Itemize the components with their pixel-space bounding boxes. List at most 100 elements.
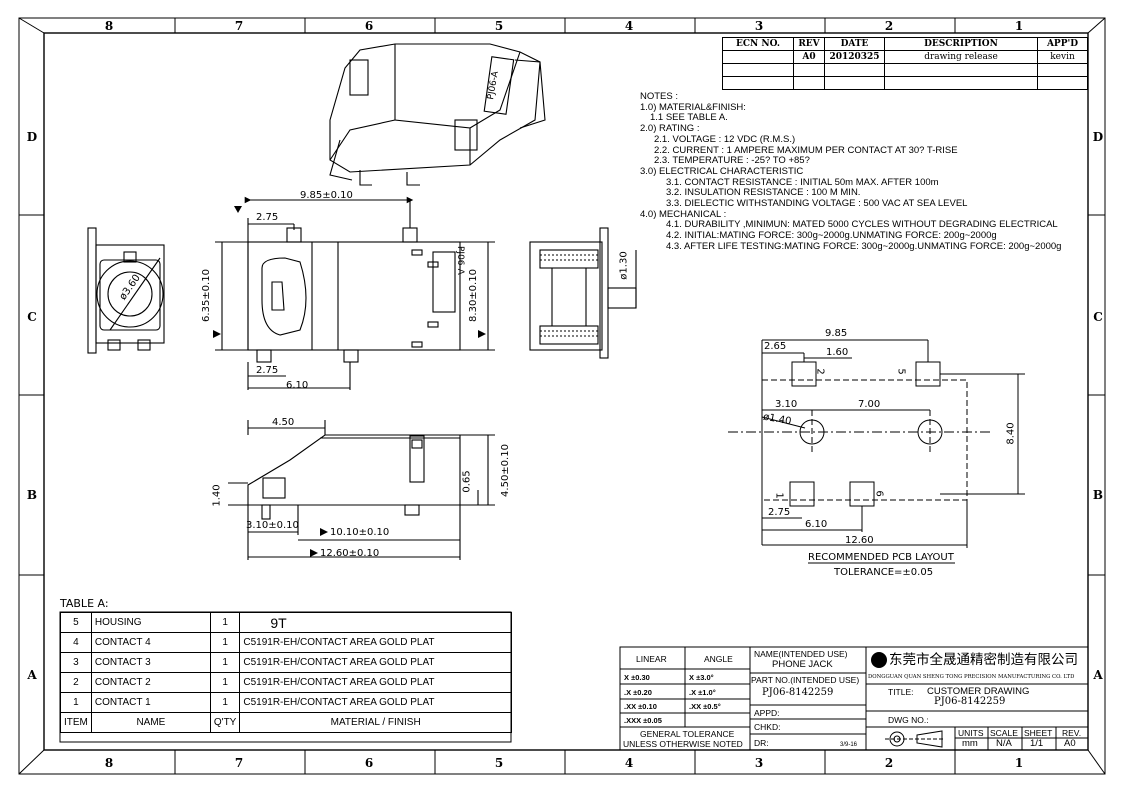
tb-company-en: DONGGUAN QUAN SHENG TONG PRECISION MANUF… — [868, 674, 1075, 680]
col-label-4: 4 — [624, 19, 634, 33]
col-label-7: 7 — [234, 19, 244, 33]
pcb-pad-1: 1 — [773, 492, 785, 499]
table-cell: C5191R-EH/CONTACT AREA GOLD PLAT — [239, 672, 512, 693]
table-header-qty: Q'TY — [209, 712, 241, 733]
note-line: 3.0) ELECTRICAL CHARACTERISTIC — [640, 165, 804, 177]
dim-side-h2: 4.50±0.10 — [499, 444, 511, 497]
row-label-b-right: B — [1092, 488, 1104, 502]
dim-side-h1: 0.65 — [461, 470, 473, 493]
table-row: 5 HOUSING 1 9T — [60, 612, 512, 633]
table-cell: 1 — [60, 692, 92, 713]
rev-header-ecn: ECN NO. — [722, 37, 794, 51]
rev-empty — [824, 63, 885, 77]
table-cell: HOUSING — [90, 612, 211, 633]
col-label-5: 5 — [494, 19, 504, 33]
tb-tol: .XX ±0.10 — [624, 702, 657, 711]
tb-linear: LINEAR — [636, 654, 667, 664]
table-cell: CONTACT 1 — [90, 692, 211, 713]
front-view — [215, 196, 495, 390]
note-line: 2.0) RATING : — [640, 123, 700, 135]
company-logo-icon — [871, 652, 887, 668]
tb-title-1: CUSTOMER DRAWING — [927, 686, 1030, 697]
rev-empty — [793, 76, 825, 90]
tb-general-tol: GENERAL TOLERANCE — [640, 729, 735, 739]
col-label-4-bottom: 4 — [624, 756, 634, 770]
notes-block: NOTES : 1.0) MATERIAL&FINISH: 1.1 SEE TA… — [640, 91, 1062, 253]
table-cell: 2 — [60, 672, 92, 693]
revision-table: ECN NO. REV DATE DESCRIPTION APP'D A0 20… — [722, 37, 1088, 90]
tb-units-label: UNITS — [958, 728, 984, 738]
tb-scale-label: SCALE — [990, 728, 1018, 738]
pcb-dim-610: 6.10 — [805, 519, 828, 530]
note-line: 2.1. VOLTAGE : 12 VDC (R.M.S.) — [654, 133, 796, 145]
tb-part-label: PART NO.(INTENDED USE) — [751, 675, 860, 685]
rev-cell-ecn — [722, 50, 794, 64]
row-label-a-right: A — [1093, 668, 1103, 682]
note-line: 3.3. DIELECTIC WITHSTANDING VOLTAGE : 50… — [666, 198, 968, 210]
note-line: 1.0) MATERIAL&FINISH: — [640, 101, 746, 113]
col-label-6-bottom: 6 — [364, 756, 374, 770]
table-cell: 1 — [209, 612, 241, 633]
row-label-b: B — [26, 488, 38, 502]
iso-marking: PJ06-A — [486, 70, 501, 101]
note-line: NOTES : — [640, 91, 679, 102]
pcb-dim-275: 2.75 — [768, 507, 791, 518]
tb-units: mm — [962, 738, 978, 749]
table-cell: 1 — [209, 632, 241, 653]
table-cell: C5191R-EH/CONTACT AREA GOLD PLAT — [239, 632, 512, 653]
col-label-1: 1 — [1014, 19, 1024, 33]
dim-side-b3: 12.60±0.10 — [320, 548, 380, 559]
pcb-pad-6: 6 — [873, 490, 885, 497]
table-header-material: MATERIAL / FINISH — [239, 712, 512, 733]
note-line: 1.1 SEE TABLE A. — [650, 112, 728, 124]
table-header-name: NAME — [90, 712, 211, 733]
note-line: 4.2. INITIAL:MATING FORCE: 300g~2000g.UN… — [666, 230, 997, 242]
table-row: 3 CONTACT 3 1 C5191R-EH/CONTACT AREA GOL… — [60, 652, 512, 673]
table-row: 1 CONTACT 1 1 C5191R-EH/CONTACT AREA GOL… — [60, 692, 512, 713]
col-label-8-bottom: 8 — [104, 756, 114, 770]
rev-empty — [884, 63, 1038, 77]
tb-dr-date: 3/9-16 — [840, 742, 858, 748]
row-label-a: A — [27, 668, 37, 682]
rev-cell-rev: A0 — [793, 50, 825, 64]
title-block-grid — [619, 646, 1089, 751]
tb-scale: N/A — [996, 738, 1012, 749]
row-label-d-right: D — [1092, 130, 1104, 144]
pcb-layout — [728, 339, 1025, 564]
dim-side-top: 4.50 — [272, 417, 295, 428]
table-cell: CONTACT 2 — [90, 672, 211, 693]
tb-tol: .XX ±0.5° — [689, 702, 721, 711]
table-cell: CONTACT 4 — [90, 632, 211, 653]
tb-dr: DR: — [754, 738, 769, 748]
rev-cell-date: 20120325 — [824, 50, 885, 64]
rev-empty — [1037, 63, 1088, 77]
table-cell: C5191R-EH/CONTACT AREA GOLD PLAT — [239, 652, 512, 673]
dim-side-left: 1.40 — [211, 484, 223, 507]
note-line: 4.1. DURABILITY ,MINIMUN: MATED 5000 CYC… — [666, 219, 1058, 231]
tb-dwg-no: DWG NO.: — [888, 715, 929, 725]
tb-part-value: PJ06-8142259 — [762, 687, 834, 698]
note-line: 4.3. AFTER LIFE TESTING:MATING FORCE: 30… — [666, 240, 1062, 252]
note-line: 2.3. TEMPERATURE : -25? TO +85? — [654, 155, 810, 167]
tb-name-value: PHONE JACK — [772, 659, 833, 670]
table-header: ITEM NAME Q'TY MATERIAL / FINISH — [60, 712, 512, 733]
end-view-right — [529, 227, 637, 359]
table-a-title: TABLE A: — [60, 597, 109, 610]
end-view-left — [87, 227, 165, 354]
rev-header-description: DESCRIPTION — [884, 37, 1038, 51]
table-header-item: ITEM — [60, 712, 92, 733]
rev-cell-appd: kevin — [1037, 50, 1088, 64]
tb-general-tol-2: UNLESS OTHERWISE NOTED — [623, 739, 743, 749]
note-line: 3.1. CONTACT RESISTANCE : INITIAL 50m MA… — [666, 176, 939, 188]
pcb-pad-5: 5 — [895, 368, 907, 375]
dim-bottom-left: 2.75 — [256, 365, 279, 376]
dim-top-left: 2.75 — [256, 212, 279, 223]
pcb-dim-985: 9.85 — [825, 328, 848, 339]
tb-rev-label: REV. — [1062, 728, 1082, 738]
rev-cell-description: drawing release — [884, 50, 1038, 64]
col-label-2-bottom: 2 — [884, 756, 894, 770]
rev-empty — [884, 76, 1038, 90]
table-cell: 9T — [239, 612, 512, 633]
pcb-dim-310: 3.10 — [775, 399, 798, 410]
row-label-d: D — [26, 130, 38, 144]
